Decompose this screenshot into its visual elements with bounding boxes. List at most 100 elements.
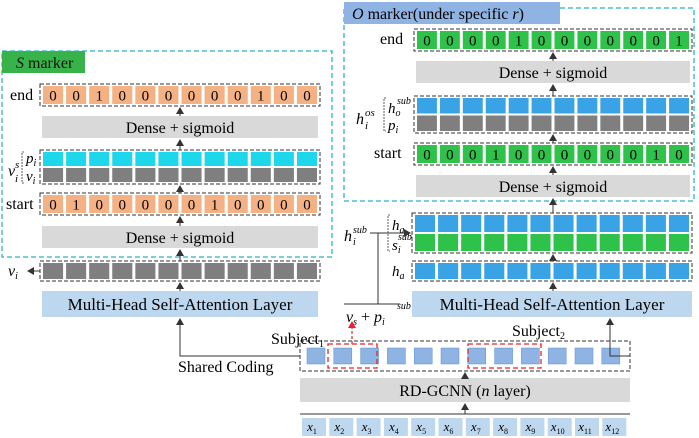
s-vi-cell bbox=[181, 168, 202, 182]
o-start-cell bbox=[646, 145, 667, 163]
subject2-label: Subject2 bbox=[512, 323, 565, 342]
o-end-cell bbox=[577, 31, 598, 49]
ha-si-cell bbox=[599, 234, 620, 251]
shared-cell bbox=[494, 347, 513, 365]
o-start-bit: 0 bbox=[561, 148, 569, 164]
o-hos-cell bbox=[577, 98, 598, 114]
shared-cell bbox=[467, 347, 487, 365]
o-hos-cell bbox=[485, 115, 506, 131]
shared-cell bbox=[306, 347, 326, 365]
ha-cell bbox=[507, 263, 528, 279]
o-hos-cell bbox=[646, 98, 667, 114]
o-dense-bottom bbox=[416, 175, 690, 197]
s-start-bit: 1 bbox=[211, 198, 219, 214]
s-vi-cell bbox=[296, 152, 317, 166]
mid-vi-cell bbox=[273, 263, 294, 279]
token-box bbox=[575, 418, 599, 436]
si-sub-label: si bbox=[392, 238, 401, 256]
s-vi-cell bbox=[66, 168, 87, 182]
ha-label: ha bbox=[392, 264, 405, 282]
o-start-bit: 1 bbox=[492, 148, 500, 164]
s-end-cell bbox=[273, 86, 294, 104]
o-hos-cell bbox=[623, 98, 644, 114]
shared-cell bbox=[547, 347, 567, 365]
s-vi-cell bbox=[158, 168, 179, 182]
ha-cell bbox=[576, 263, 597, 279]
o-hos-cell bbox=[462, 115, 483, 131]
o-end-bit: 0 bbox=[629, 34, 637, 50]
s-end-bit: 1 bbox=[95, 89, 103, 105]
s-vi-cell bbox=[135, 168, 156, 182]
s-start-bit: 0 bbox=[234, 198, 242, 214]
ha-cell bbox=[415, 263, 436, 279]
s-start-cell bbox=[273, 195, 294, 213]
s-end-bit: 0 bbox=[72, 89, 80, 105]
o-start-bit: 0 bbox=[629, 148, 637, 164]
s-start-bit: 0 bbox=[303, 198, 311, 214]
token-box bbox=[356, 418, 381, 436]
s-end-cell bbox=[43, 86, 64, 104]
o-start-cell bbox=[417, 145, 437, 163]
shared-cell bbox=[574, 347, 594, 365]
s-vi-cell bbox=[273, 152, 294, 166]
s-end-bit: 0 bbox=[211, 89, 219, 105]
s-start-bit: 1 bbox=[72, 198, 80, 214]
o-hos-cell bbox=[417, 98, 437, 114]
s-start-cell bbox=[43, 195, 64, 213]
s-start-cell bbox=[250, 195, 271, 213]
s-start-cell bbox=[135, 195, 156, 213]
s-vi-cell bbox=[158, 152, 179, 166]
s-vi-cell bbox=[112, 152, 133, 166]
s-pi-label: pi bbox=[25, 151, 37, 169]
shared-cell bbox=[333, 347, 353, 365]
ha-si-cell bbox=[507, 234, 528, 251]
o-end-bit: 0 bbox=[492, 34, 500, 50]
o-hos-cell bbox=[439, 115, 460, 131]
o-hos-row bbox=[413, 95, 693, 134]
o-end-cell bbox=[669, 31, 689, 49]
s-end-bit: 0 bbox=[119, 89, 127, 105]
o-hos-cell bbox=[508, 115, 529, 131]
o-start-cell bbox=[485, 145, 506, 163]
o-end-cell bbox=[646, 31, 667, 49]
s-vi-cell bbox=[227, 168, 248, 182]
o-dense-bottom-label: Dense + sigmoid bbox=[499, 179, 608, 196]
s-vi-cell bbox=[89, 168, 110, 182]
s-end-cell bbox=[204, 86, 225, 104]
s-start-cell bbox=[181, 195, 202, 213]
o-end-cell bbox=[554, 31, 575, 49]
s-start-bit: 0 bbox=[188, 198, 196, 214]
o-hos-cell bbox=[623, 115, 644, 131]
ha-si-cell bbox=[461, 234, 482, 251]
s-vi-cell bbox=[204, 152, 225, 166]
o-start-bit: 0 bbox=[538, 148, 546, 164]
s-start-bit: 0 bbox=[165, 198, 173, 214]
s-end-cell bbox=[296, 86, 317, 104]
o-end-bit: 0 bbox=[538, 34, 546, 50]
ha-cell bbox=[438, 263, 459, 279]
svg-text:i: i bbox=[365, 120, 368, 132]
mid-vi-cells bbox=[43, 263, 317, 279]
o-hos-cell bbox=[646, 115, 667, 131]
o-start-bit: 0 bbox=[446, 148, 454, 164]
s-start-cell bbox=[66, 195, 87, 213]
o-hos-cell bbox=[577, 115, 598, 131]
mid-vi-cell bbox=[135, 263, 156, 279]
token-label: x1 bbox=[306, 419, 317, 436]
s-end-cell bbox=[181, 86, 202, 104]
o-start-bit: 0 bbox=[515, 148, 523, 164]
o-hos-cell bbox=[417, 115, 437, 131]
svg-text:i: i bbox=[353, 237, 356, 248]
shared-cells bbox=[306, 347, 621, 365]
hisub-label: h bbox=[344, 228, 352, 245]
o-end-bit: 0 bbox=[446, 34, 454, 50]
ha-cell bbox=[599, 263, 620, 279]
mid-vi-cell bbox=[158, 263, 179, 279]
s-end-cell bbox=[250, 86, 271, 104]
s-end-bit: 0 bbox=[188, 89, 196, 105]
s-end-cell bbox=[66, 86, 87, 104]
s-end-bit: 1 bbox=[257, 89, 265, 105]
o-start-bit: 0 bbox=[584, 148, 592, 164]
o-hos-cell bbox=[439, 98, 460, 114]
